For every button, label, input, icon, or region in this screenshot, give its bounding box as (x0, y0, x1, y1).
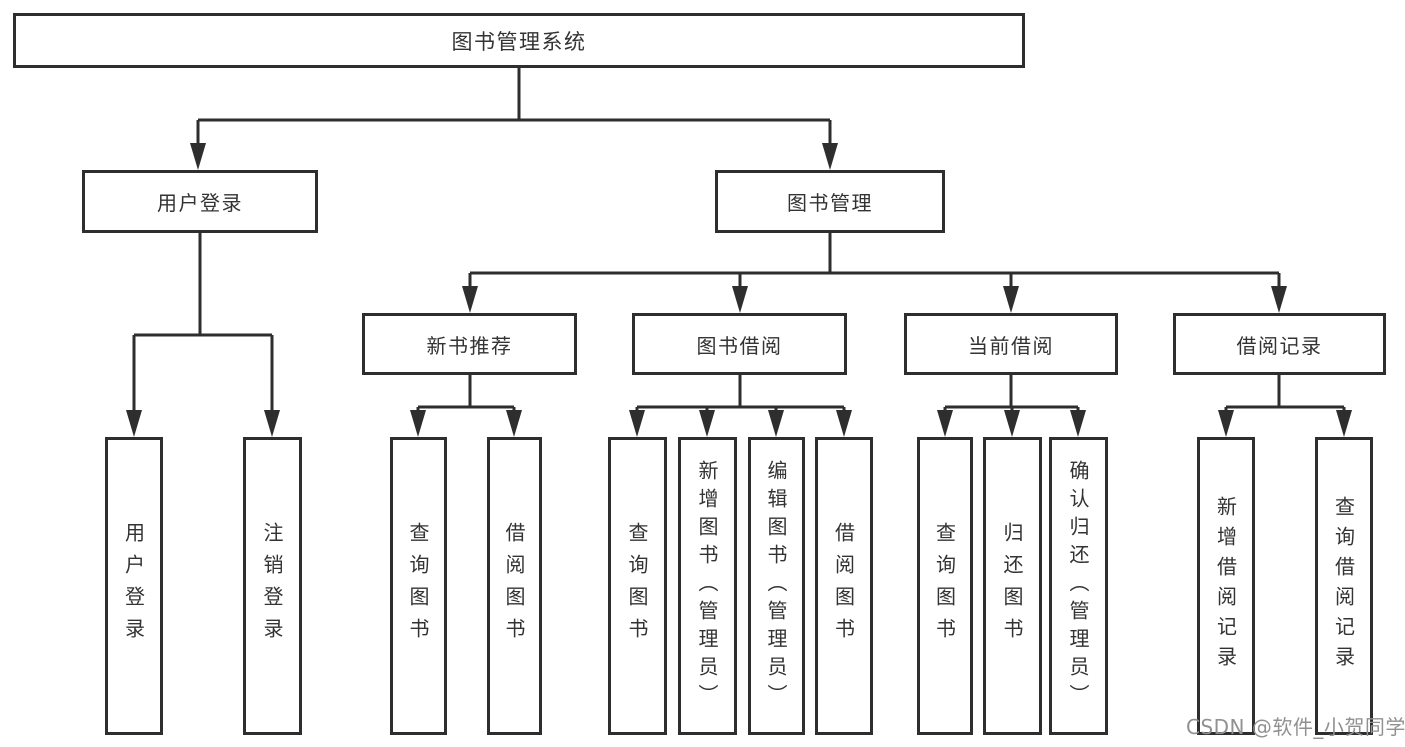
leaf-confirm-return-admin: 确认归还（管理员） (1049, 437, 1108, 735)
leaf-query-book-borrow: 查询图书 (608, 437, 667, 735)
arrowheads (126, 143, 1352, 437)
node-new-book-recommend: 新书推荐 (362, 313, 577, 375)
leaf-logout: 注销登录 (243, 437, 302, 735)
leaf-query-borrow-record: 查询借阅记录 (1315, 437, 1373, 735)
node-user-login: 用户登录 (82, 170, 318, 233)
leaf-query-book-current: 查询图书 (917, 437, 973, 735)
leaf-borrow-book: 借阅图书 (815, 437, 873, 735)
leaf-return-book: 归还图书 (983, 437, 1042, 735)
leaf-add-book-admin: 新增图书（管理员） (678, 437, 737, 735)
node-book-management: 图书管理 (715, 170, 945, 233)
leaf-add-borrow-record: 新增借阅记录 (1197, 437, 1255, 735)
leaf-user-login: 用户登录 (105, 437, 163, 735)
csdn-watermark: CSDN @软件_小贺同学 (1186, 715, 1405, 739)
leaf-query-book-recommend: 查询图书 (390, 437, 447, 735)
leaf-edit-book-admin: 编辑图书（管理员） (748, 437, 805, 735)
node-system-root: 图书管理系统 (13, 13, 1025, 68)
node-current-borrowing: 当前借阅 (904, 313, 1118, 375)
node-book-borrowing: 图书借阅 (632, 313, 847, 375)
leaf-borrow-book-recommend: 借阅图书 (487, 437, 542, 735)
node-borrowing-records: 借阅记录 (1173, 313, 1386, 375)
